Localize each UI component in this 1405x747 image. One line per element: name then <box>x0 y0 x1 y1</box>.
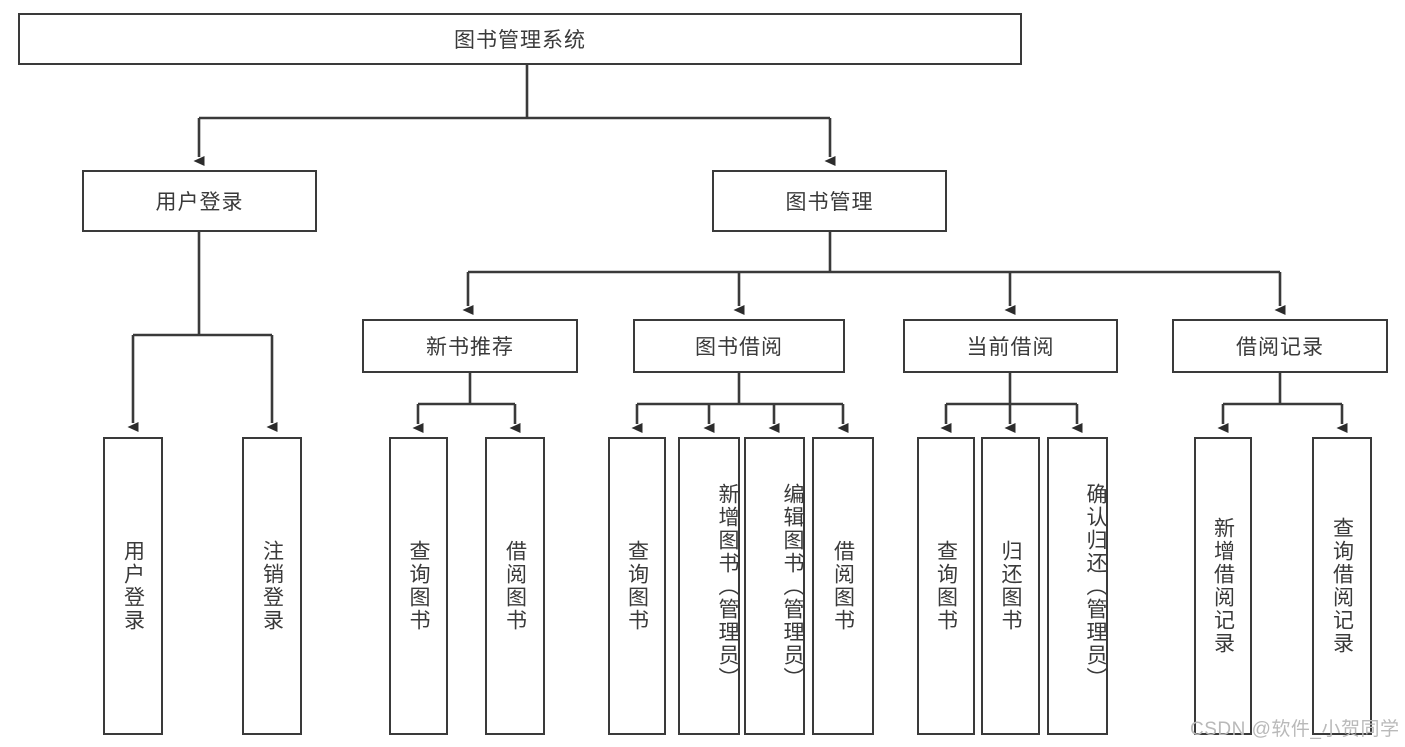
node-current-borrow[interactable]: 当前借阅 <box>903 319 1118 373</box>
node-new-book-recommend[interactable]: 新书推荐 <box>362 319 578 373</box>
node-leaf-edit-book-admin[interactable]: 编辑图书（管理员） <box>744 437 805 735</box>
node-leaf-query-book-current[interactable]: 查询图书 <box>917 437 975 735</box>
node-user-login[interactable]: 用户登录 <box>82 170 317 232</box>
node-leaf-query-book-recommend[interactable]: 查询图书 <box>389 437 448 735</box>
node-book-borrow[interactable]: 图书借阅 <box>633 319 845 373</box>
node-leaf-add-book-admin[interactable]: 新增图书（管理员） <box>678 437 740 735</box>
node-leaf-query-borrow-record[interactable]: 查询借阅记录 <box>1312 437 1372 735</box>
node-root[interactable]: 图书管理系统 <box>18 13 1022 65</box>
node-leaf-query-book-borrow[interactable]: 查询图书 <box>608 437 666 735</box>
node-leaf-borrow-book[interactable]: 借阅图书 <box>812 437 874 735</box>
node-leaf-user-login[interactable]: 用户登录 <box>103 437 163 735</box>
node-leaf-borrow-book-recommend[interactable]: 借阅图书 <box>485 437 545 735</box>
node-leaf-confirm-return-admin[interactable]: 确认归还（管理员） <box>1047 437 1108 735</box>
csdn-watermark: CSDN @软件_小贺同学 <box>1190 719 1400 740</box>
node-leaf-return-book[interactable]: 归还图书 <box>981 437 1040 735</box>
node-leaf-add-borrow-record[interactable]: 新增借阅记录 <box>1194 437 1252 735</box>
node-borrow-record[interactable]: 借阅记录 <box>1172 319 1388 373</box>
node-leaf-logout-login[interactable]: 注销登录 <box>242 437 302 735</box>
node-book-management[interactable]: 图书管理 <box>712 170 947 232</box>
